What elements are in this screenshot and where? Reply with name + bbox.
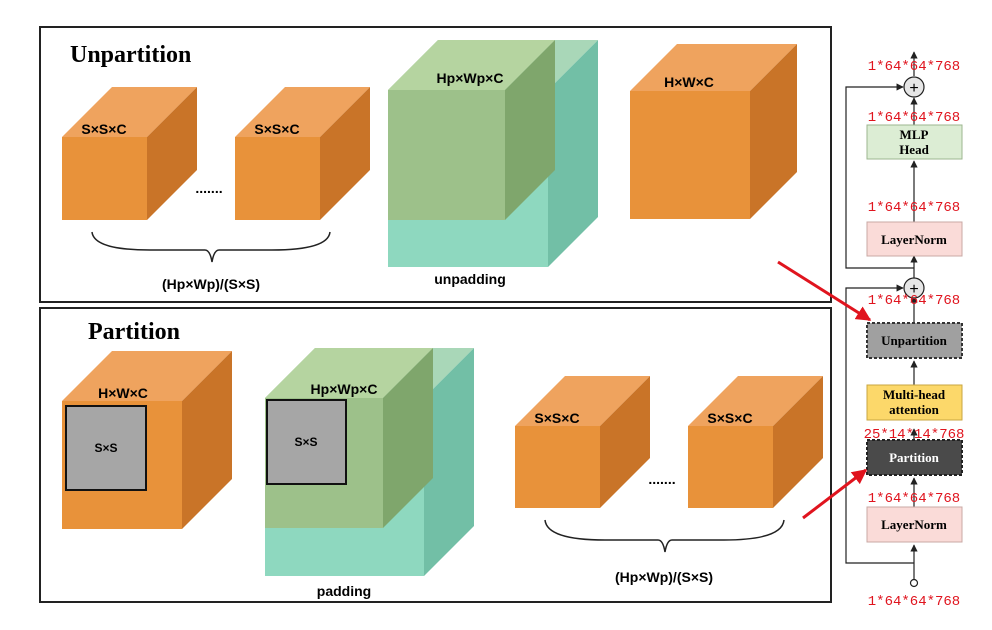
cube-top-face — [235, 87, 370, 137]
layernorm-box — [866, 506, 963, 543]
dims-after-layernorm-2: 1*64*64*768 — [868, 200, 960, 216]
cube-side-face — [320, 87, 370, 220]
cube-side-face — [600, 376, 650, 508]
red-arrow-to-partition — [802, 468, 868, 520]
mlp-label-line1: MLP — [900, 127, 929, 142]
window-square-label: S×S — [94, 441, 117, 455]
cube-front-face — [62, 137, 147, 220]
partition-input-cube: H×W×C S×S — [62, 351, 232, 529]
cube-front-face — [515, 426, 600, 508]
add-symbol: + — [909, 80, 918, 97]
residual-skip-2 — [845, 83, 914, 269]
unpartition-panel: Unpartition S×S×C ....... S×S×C (Hp×Wp)/… — [39, 26, 832, 303]
layernorm-box — [866, 221, 963, 257]
unpartition-padded-cube: Hp×Wp×C — [388, 40, 598, 267]
partition-window-cube-1: S×S×C — [515, 376, 650, 508]
add-circle — [903, 76, 925, 98]
dims-after-layernorm-1: 1*64*64*768 — [868, 491, 960, 507]
partition-block: Partition — [866, 439, 963, 476]
unpartition-box — [866, 322, 963, 359]
layernorm-block-1: LayerNorm — [866, 506, 963, 543]
cube-top-face — [630, 44, 797, 91]
unpadding-caption: unpadding — [434, 271, 506, 287]
cube-label: S×S×C — [534, 410, 579, 426]
partition-box — [866, 439, 963, 476]
unpartition-title: Unpartition — [70, 42, 191, 68]
attention-label-line1: Multi-head — [883, 387, 946, 402]
unpartition-ellipsis: ....... — [195, 180, 222, 196]
partition-block-label: Partition — [889, 450, 940, 465]
dims-after-unpartition: 1*64*64*768 — [868, 293, 960, 309]
cube-label: S×S×C — [254, 121, 299, 137]
add-symbol: + — [909, 281, 918, 298]
partition-padded-cube: Hp×Wp×C S×S — [265, 348, 474, 576]
cube-top-face — [515, 376, 650, 426]
layernorm-label: LayerNorm — [881, 232, 947, 247]
input-dims: 1*64*64*768 — [868, 594, 960, 610]
window-square — [266, 399, 347, 485]
output-dims: 1*64*64*768 — [868, 59, 960, 75]
padded-cube-label: Hp×Wp×C — [311, 381, 378, 397]
attention-label-line2: attention — [889, 402, 940, 417]
cube-label: S×S×C — [81, 121, 126, 137]
cube-top-face — [62, 351, 232, 401]
red-arrow-to-unpartition — [777, 260, 872, 322]
pipeline: 1*64*64*768 LayerNorm 1*64*64*768 Partit… — [845, 51, 965, 610]
padding-caption: padding — [317, 583, 371, 599]
cube-front-face — [630, 91, 750, 219]
partition-panel: Partition H×W×C S×S Hp×Wp×C S×S padding — [39, 307, 832, 603]
unpartition-brace-caption: (Hp×Wp)/(S×S) — [162, 276, 260, 292]
cube-side-face — [750, 44, 797, 219]
inner-cube-top-face — [265, 348, 433, 398]
cube-label: S×S×C — [707, 410, 752, 426]
unpartition-block-label: Unpartition — [881, 333, 948, 348]
residual-skip-1 — [845, 284, 914, 564]
residual-add-1: + — [903, 277, 925, 299]
padded-cube-side-face — [424, 348, 474, 576]
window-square — [65, 405, 147, 491]
unpartition-window-cube-2: S×S×C — [235, 87, 370, 220]
partition-title: Partition — [88, 319, 180, 345]
mlp-head-block: MLP Head — [866, 124, 963, 160]
unpartition-panel-border — [39, 26, 832, 303]
partition-panel-border — [39, 307, 832, 603]
cube-front-face — [235, 137, 320, 220]
residual-add-2: + — [903, 76, 925, 98]
cube-side-face — [182, 351, 232, 529]
unpartition-brace — [91, 231, 331, 263]
partition-brace-caption: (Hp×Wp)/(S×S) — [615, 569, 713, 585]
layernorm-block-2: LayerNorm — [866, 221, 963, 257]
cube-front-face — [688, 426, 773, 508]
inner-cube-top-face — [388, 40, 555, 90]
attention-box — [866, 384, 963, 421]
dims-after-mlp: 1*64*64*768 — [868, 110, 960, 126]
cube-top-face — [688, 376, 823, 426]
add-circle — [903, 277, 925, 299]
padded-cube-label: Hp×Wp×C — [437, 70, 504, 86]
partition-brace — [544, 519, 785, 553]
inner-cube-front-face — [388, 90, 505, 220]
attention-block: Multi-head attention — [866, 384, 963, 421]
partition-ellipsis: ....... — [648, 471, 675, 487]
input-terminal — [909, 578, 919, 588]
mlp-box — [866, 124, 963, 160]
window-square-label: S×S — [294, 435, 317, 449]
cube-top-face — [62, 87, 197, 137]
cube-label: H×W×C — [664, 74, 714, 90]
unpartition-block: Unpartition — [866, 322, 963, 359]
mlp-label-line2: Head — [899, 142, 929, 157]
partition-window-cube-2: S×S×C — [688, 376, 823, 508]
cube-side-face — [773, 376, 823, 508]
inner-cube-side-face — [505, 40, 555, 220]
padded-cube-side-face — [548, 40, 598, 267]
cube-label: H×W×C — [98, 385, 148, 401]
cube-side-face — [147, 87, 197, 220]
inner-cube-side-face — [383, 348, 433, 528]
unpartition-result-cube: H×W×C — [630, 44, 797, 219]
layernorm-label: LayerNorm — [881, 517, 947, 532]
dims-after-partition: 25*14*14*768 — [864, 427, 965, 443]
unpartition-window-cube-1: S×S×C — [62, 87, 197, 220]
